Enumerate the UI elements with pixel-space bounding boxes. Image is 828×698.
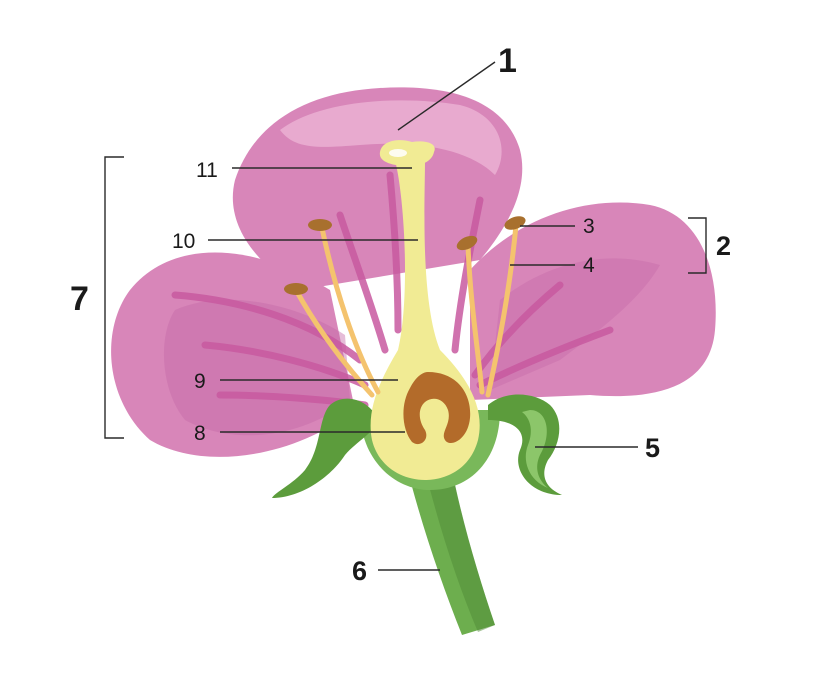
leader-1 [397, 61, 496, 131]
label-10: 10 [172, 230, 195, 253]
petal-left [111, 252, 355, 457]
leader-lines [104, 61, 707, 571]
bracket-7 [104, 156, 124, 439]
anther-2 [284, 283, 308, 295]
label-6: 6 [352, 556, 367, 586]
label-9: 9 [194, 370, 206, 393]
label-11: 11 [196, 159, 218, 182]
sepal-right [488, 394, 562, 495]
filaments [293, 222, 519, 398]
label-1: 1 [498, 42, 517, 80]
petal-veins [171, 171, 614, 409]
stigma [379, 140, 435, 166]
label-7: 7 [70, 280, 89, 318]
petal-top-highlight [280, 100, 502, 175]
label-3: 3 [583, 215, 595, 238]
sepal-right-inner [522, 410, 548, 488]
anther-3 [456, 235, 478, 251]
label-8: 8 [194, 422, 206, 445]
sepal-left [272, 398, 378, 498]
label-2: 2 [716, 231, 731, 261]
petal-right [470, 202, 716, 400]
stem-shade [425, 470, 495, 632]
ovule-ring [403, 372, 471, 445]
label-4: 4 [583, 254, 595, 277]
stigma-highlight [389, 149, 407, 157]
label-5: 5 [645, 433, 660, 463]
anther-1 [308, 219, 332, 231]
bracket-2 [688, 217, 707, 274]
